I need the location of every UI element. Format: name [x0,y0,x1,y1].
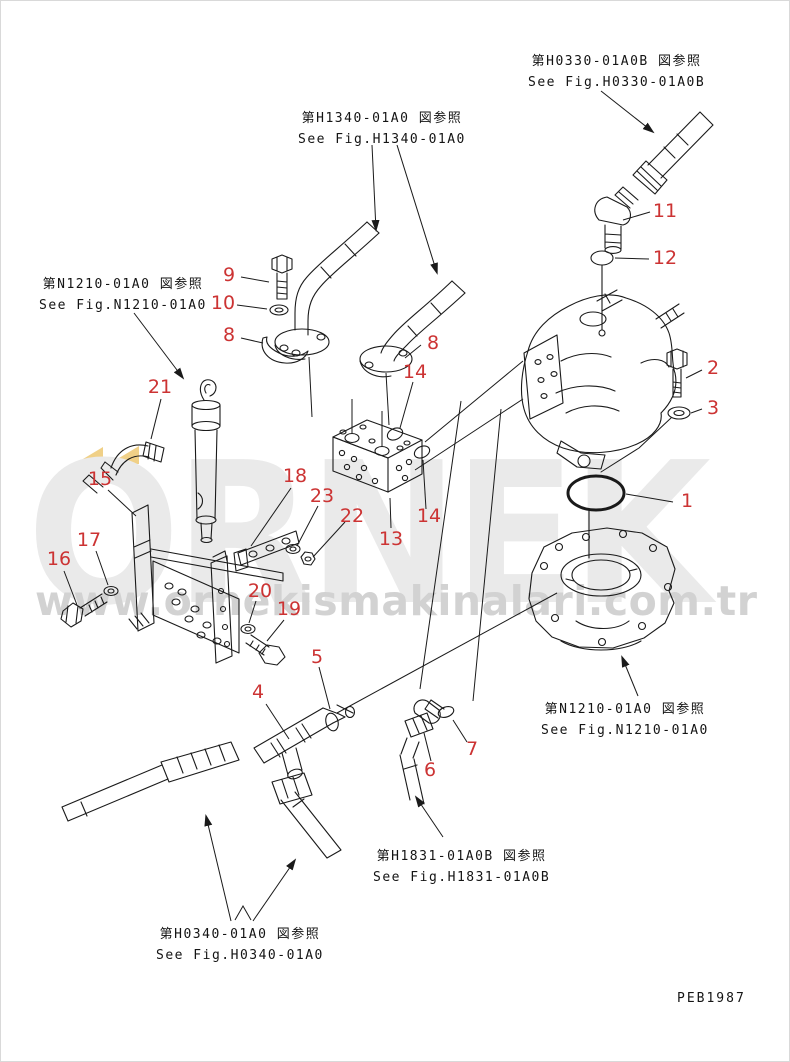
callout-6: 6 [424,759,436,781]
part-code: PEB1987 [677,991,746,1006]
fig-reference-en: See Fig.H1340-01A0 [298,132,466,147]
elbow-fitting-11 [594,186,639,254]
fig-reference-n1210-left: 第N1210-01A0 図参照 See Fig.N1210-01A0 [39,274,207,316]
pipe-right [359,280,466,378]
bolt-16 [60,593,108,628]
tee-fitting-4 [253,704,356,780]
assembly-leader-lines [308,356,558,714]
washer-10 [269,304,289,316]
watermark-accent-triangle [73,447,103,465]
fig-reference-en: See Fig.H1831-01A0B [373,870,551,885]
watermark-accent-triangle [109,446,139,464]
o-ring-5 [325,712,339,732]
watermark-brand: ORNEK [27,421,711,649]
fig-reference-en: See Fig.N1210-01A0 [541,723,709,738]
housing [528,527,676,651]
o-ring-14b [413,445,431,459]
fig-reference-h0330: 第H0330-01A0B 図参照 See Fig.H0330-01A0B [528,51,705,93]
callout-15: 15 [88,468,112,490]
washer-23 [285,543,301,555]
washer-3 [600,406,691,473]
callout-leaders [63,211,703,762]
callout-1: 1 [681,490,693,512]
fig-reference-jp: 第N1210-01A0 図参照 [42,277,204,292]
callout-8: 8 [427,332,439,354]
fig-reference-en: See Fig.N1210-01A0 [39,298,207,313]
fig-reference-jp: 第N1210-01A0 図参照 [544,702,706,717]
fig-reference-jp: 第H1831-01A0B 図参照 [376,849,547,864]
callout-22: 22 [340,505,364,527]
callout-7: 7 [466,738,478,760]
callout-16: 16 [47,548,71,570]
valve-block-13 [332,419,423,493]
callout-18: 18 [283,465,307,487]
clamp-8-left [261,336,309,364]
washer-20 [240,623,256,635]
callout-19: 19 [277,598,301,620]
callout-17: 17 [77,529,101,551]
callout-12: 12 [653,247,677,269]
fig-reference-en: See Fig.H0340-01A0 [156,948,324,963]
bolt-9 [271,254,293,300]
fig-reference-h1340: 第H1340-01A0 図参照 See Fig.H1340-01A0 [298,108,466,150]
fig-reference-h1831: 第H1831-01A0B 図参照 See Fig.H1831-01A0B [373,846,550,888]
o-ring-7 [437,706,455,718]
hose-bottom [271,772,342,859]
callout-21: 21 [148,376,172,398]
callout-11: 11 [653,200,677,222]
callout-20: 20 [248,580,272,602]
bolt-2 [666,348,688,398]
elbow-6 [399,699,445,805]
callout-14: 14 [403,361,427,383]
callout-13: 13 [379,528,403,550]
hollow-arrow-icon [234,904,252,921]
fig-reference-jp: 第H0340-01A0 図参照 [159,927,321,942]
callout-9: 9 [223,264,235,286]
bolt-19 [245,634,286,666]
callout-5: 5 [311,646,323,668]
nut-22 [300,551,316,566]
callout-10: 10 [211,292,235,314]
cylinder-assembly [191,379,221,544]
figure-arrows [133,90,655,922]
callout-4: 4 [252,681,264,703]
fig-reference-jp: 第H1340-01A0 図参照 [301,111,463,126]
fig-reference-n1210-right: 第N1210-01A0 図参照 See Fig.N1210-01A0 [541,699,709,741]
fig-reference-jp: 第H0330-01A0B 図参照 [531,54,702,69]
hose-left [61,741,240,822]
callout-23: 23 [310,485,334,507]
callout-3: 3 [707,397,719,419]
pipe-left [274,221,380,360]
callout-2: 2 [707,357,719,379]
fig-reference-h0340: 第H0340-01A0 図参照 See Fig.H0340-01A0 [156,924,324,966]
washer-17 [103,585,119,597]
swing-motor [520,289,685,470]
fig-reference-en: See Fig.H0330-01A0B [528,75,706,90]
plug-12 [590,250,614,331]
bracket [128,504,284,664]
callout-8: 8 [223,324,235,346]
callout-14: 14 [417,505,441,527]
hose-21 [82,441,165,494]
clamp-plate-18 [233,530,300,572]
tube-h0330 [632,111,714,195]
o-ring-1 [566,474,626,559]
